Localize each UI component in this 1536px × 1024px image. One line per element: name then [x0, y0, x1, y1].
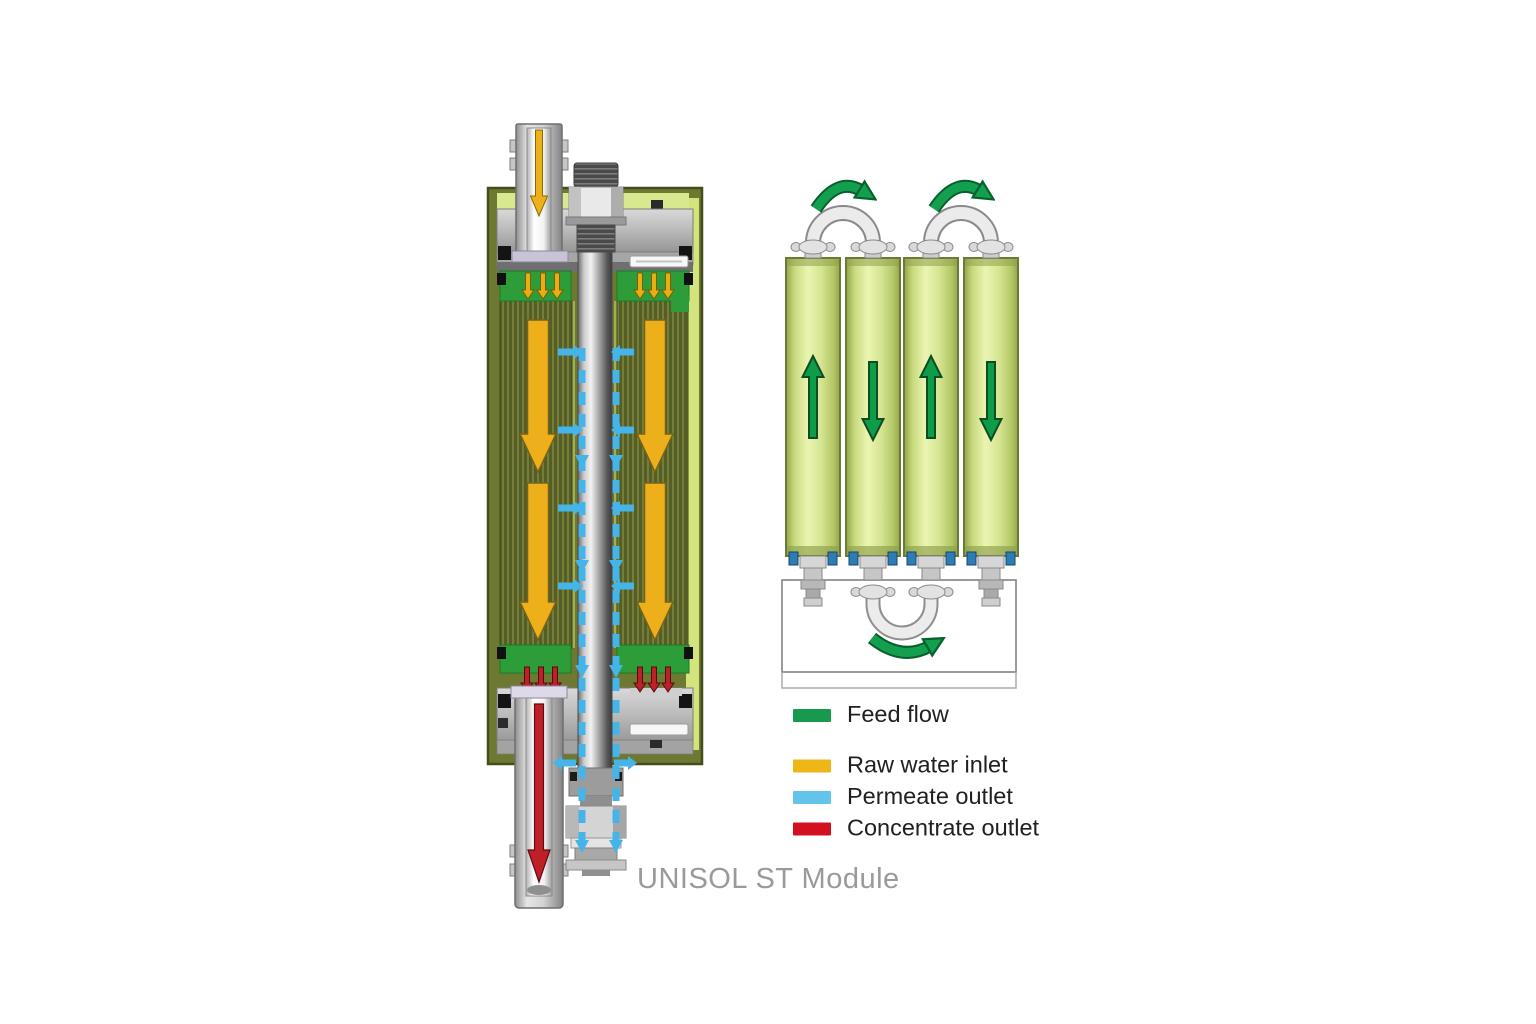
inlet-seal-washer: [511, 250, 569, 263]
concentrate-outlet-swatch: [793, 822, 831, 836]
permeate-outlet-swatch: [793, 791, 831, 804]
serial-flow-schematic: [781, 186, 1019, 689]
port-seals: [788, 551, 1016, 566]
concentrate-outlet-label: Concentrate outlet: [847, 815, 1040, 841]
raw-water-distribution-arrows: [521, 272, 675, 300]
label-plate: [629, 723, 689, 736]
legend-row-feed-flow: Feed flow: [793, 701, 950, 727]
feed-flow-up-arrow: [918, 353, 944, 439]
housing-clip: [651, 200, 663, 209]
membrane-cylinder-4: [963, 257, 1019, 557]
bottom-fittings: [788, 551, 1016, 607]
bottom-collect-header: [497, 644, 693, 696]
top-feed-header: [497, 270, 693, 312]
raw-water-inlet-label: Raw water inlet: [847, 752, 1008, 778]
concentrate-outlet-arrow: [527, 703, 551, 884]
o-ring: [498, 246, 511, 260]
legend-row-raw-water-inlet: Raw water inlet: [793, 752, 1008, 778]
feed-flow-swatch: [793, 709, 831, 722]
membrane-cylinder-1: [785, 257, 841, 557]
membrane-cylinders: [785, 257, 1019, 557]
fitting-stacks: [799, 555, 1005, 607]
membrane-cylinder-2: [845, 257, 901, 557]
feed-flow-up-arrow: [800, 353, 826, 439]
top-u-pipes: [790, 186, 1014, 259]
feed-flow-down-arrow: [860, 361, 886, 443]
legend: Feed flow Raw water inlet Permeate outle…: [793, 701, 1040, 841]
feed-flow-curve-arrow-1: [812, 186, 862, 212]
legend-row-permeate-outlet: Permeate outlet: [793, 783, 1013, 809]
o-ring: [498, 694, 511, 708]
bottom-flanges: [850, 584, 954, 600]
permeate-flow-arrows: [553, 345, 637, 853]
raw-water-inlet-pipe: [509, 123, 569, 263]
raw-water-inlet-arrow: [529, 129, 549, 218]
module-cross-section: [486, 123, 704, 909]
feed-flow-label: Feed flow: [847, 701, 950, 727]
top-flanges: [790, 239, 1014, 255]
permeate-inflow-arrows: [558, 345, 634, 593]
feed-flow-curve-arrow-bottom: [869, 634, 930, 652]
concentrate-outlet-pipe: [509, 685, 569, 909]
bottom-u-pipe: [850, 584, 954, 659]
o-ring: [679, 694, 692, 708]
permeate-outflow-arrows: [553, 756, 637, 770]
outlet-seal-washer: [510, 685, 568, 699]
feed-flow-down-arrow: [978, 361, 1004, 443]
caption: UNISOL ST Module: [637, 863, 900, 895]
housing-inner-edge: [686, 198, 699, 750]
raw-water-inlet-swatch: [793, 759, 831, 773]
legend-row-concentrate-outlet: Concentrate outlet: [793, 815, 1040, 841]
feed-flow-curve-arrow-2: [930, 186, 980, 212]
permeate-outlet-label: Permeate outlet: [847, 783, 1013, 809]
membrane-cylinder-3: [903, 257, 959, 557]
raw-water-flow-arrows: [518, 319, 675, 642]
